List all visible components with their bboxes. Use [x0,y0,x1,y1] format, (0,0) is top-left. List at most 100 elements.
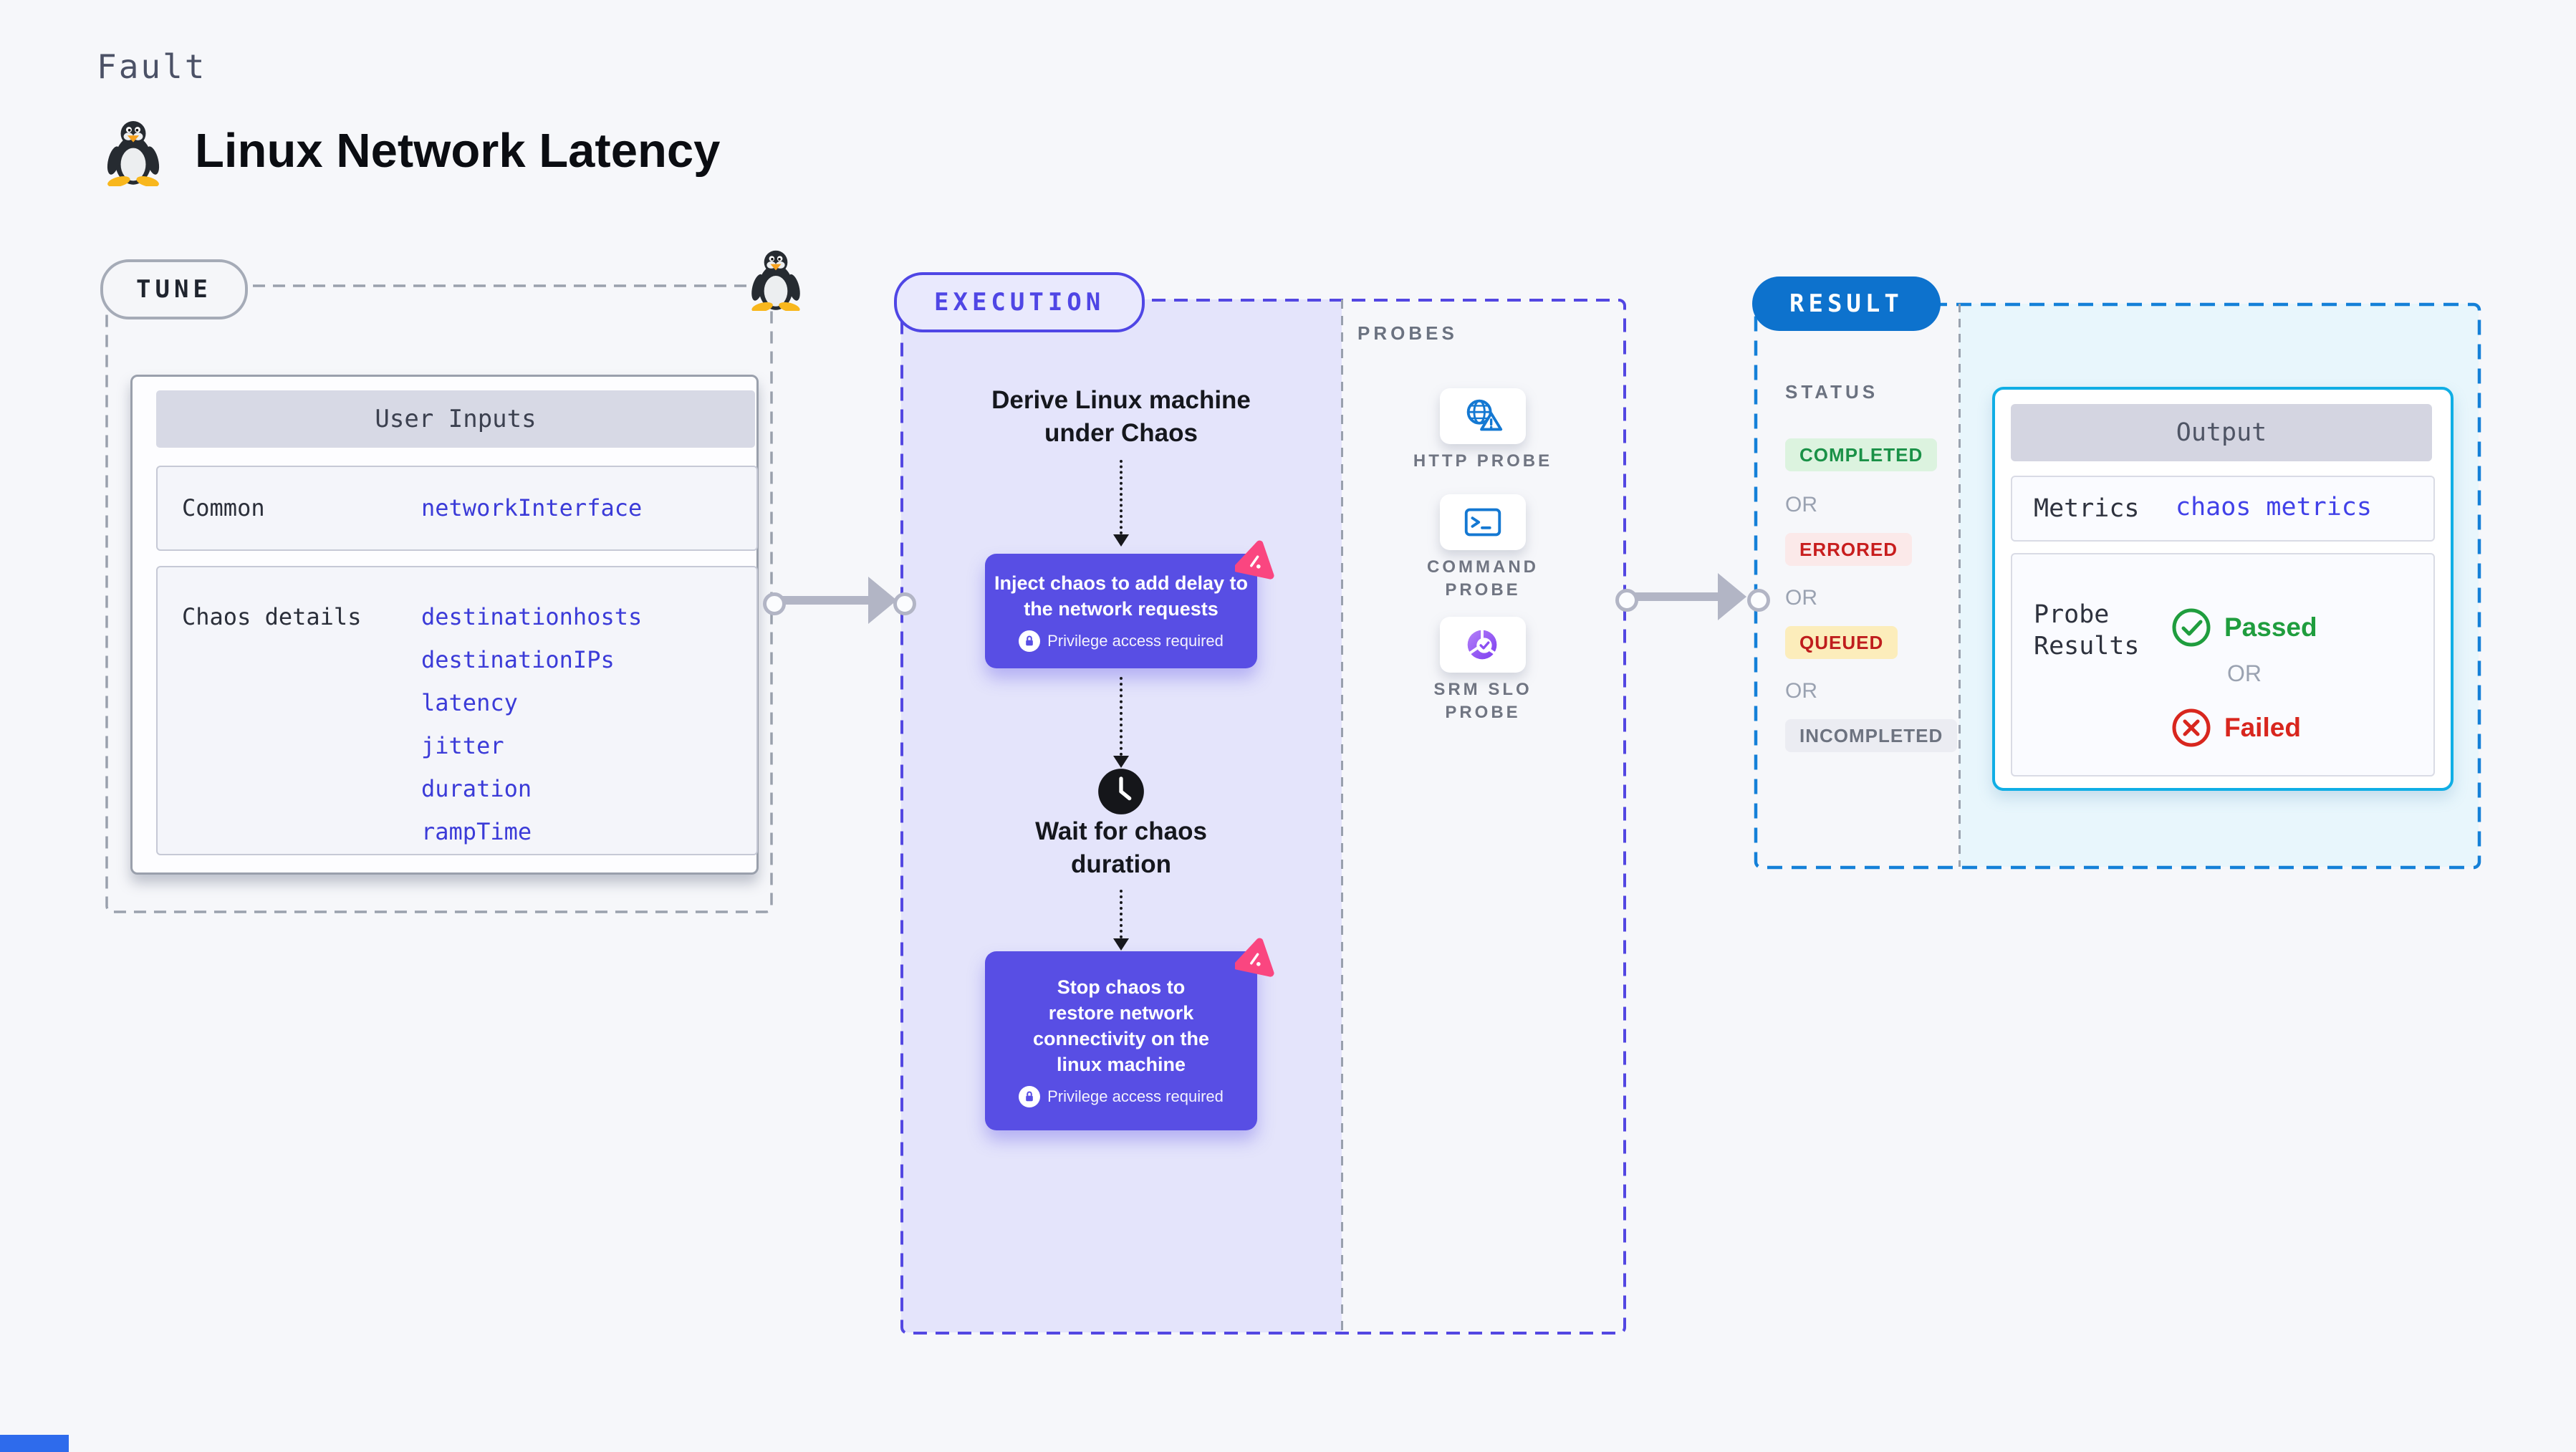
execution-section-pill: EXECUTION [894,272,1145,332]
tune-chaos-values: destinationhosts destinationIPs latency … [421,595,642,853]
metrics-value: chaos metrics [2176,493,2372,521]
connector-dot [893,592,916,615]
result-section-pill: RESULT [1752,277,1941,331]
result-divider [1959,304,1961,867]
status-label: STATUS [1785,381,1879,403]
command-probe-label: COMMAND PROBE [1397,556,1569,602]
tune-row-label: Common [182,494,265,521]
probe-results-label: Probe Results [2034,599,2140,662]
connector-dot [763,592,786,615]
wait-step-line: Wait for chaos [1035,817,1207,845]
tune-value: destinationIPs [421,646,615,673]
tune-value: latency [421,689,518,716]
probes-section-label: PROBES [1357,322,1458,344]
probe-results-label-line: Probe [2034,600,2110,629]
probe-label-line: COMMAND [1427,557,1539,577]
tune-row-common: Common networkInterface [156,466,758,551]
page-title: Linux Network Latency [195,124,721,178]
privilege-row: Privilege access required [1019,1086,1224,1107]
arrow-head-icon [868,577,897,624]
http-probe-icon [1466,399,1503,431]
tune-value: destinationhosts [421,603,643,630]
fault-kicker: Fault [97,47,207,86]
execution-to-result-arrow [1623,592,1719,601]
failed-text: Failed [2224,713,2301,742]
node-text-line: restore network [1048,1002,1194,1024]
node-text-line: Inject chaos to add delay to [994,572,1249,594]
tune-value: duration [421,775,532,802]
user-inputs-header: User Inputs [156,390,755,448]
probe-label-line: PROBE [1445,703,1521,722]
wait-step-line: duration [1071,850,1171,878]
tune-value: rampTime [421,818,532,845]
flow-arrow-head-icon [1113,756,1129,768]
probe-label-line: PROBE [1445,580,1521,600]
probe-label-line: SRM SLO [1433,680,1532,699]
tune-to-execution-arrow [771,596,870,605]
x-circle-icon [2172,708,2211,747]
flow-dotted-line [1120,460,1123,534]
privilege-label: Privilege access required [1047,1087,1224,1105]
derive-step-line: under Chaos [1044,419,1198,447]
privilege-row: Privilege access required [1019,630,1224,652]
node-text-line: connectivity on the [1032,1028,1210,1049]
tune-row-chaos-details: Chaos details destinationhosts destinati… [156,566,758,855]
flow-arrow-head-icon [1113,938,1129,951]
tune-section-pill: TUNE [100,259,248,319]
bottom-accent-strip [0,1435,69,1452]
check-circle-icon [2172,608,2211,647]
status-badge-queued: QUEUED [1785,626,1898,659]
derive-step-line: Derive Linux machine [991,386,1251,414]
command-probe-icon [1464,508,1501,537]
lock-icon [1019,630,1041,652]
probe-results-row: Probe Results Passed OR Failed [2011,553,2435,777]
inject-chaos-node: Inject chaos to add delay to the network… [985,554,1257,668]
flow-dotted-line [1120,890,1123,938]
probes-divider [1341,299,1343,1332]
http-probe-label: HTTP PROBE [1413,451,1553,471]
or-separator: OR [1785,586,1817,610]
tune-tux-icon [746,248,805,314]
tune-row-label: Chaos details [182,603,362,630]
node-text-line: the network requests [1024,598,1219,620]
srm-slo-probe-icon [1467,628,1497,660]
result-dashed-box [1754,302,2481,870]
tune-value: jitter [421,732,504,759]
probe-results-label-line: Results [2034,632,2140,660]
status-badge-completed: COMPLETED [1785,438,1938,471]
output-card-header: Output [2011,404,2432,461]
output-card: Output Metrics chaos metrics Probe Resul… [1992,387,2454,791]
connector-dot [1615,589,1638,612]
or-separator: OR [1785,679,1817,703]
arrow-head-icon [1718,573,1746,620]
execution-dashed-box [900,299,1626,1335]
metrics-label: Metrics [2034,494,2140,523]
derive-step-text: Derive Linux machine under Chaos [978,384,1264,450]
stop-chaos-node: Stop chaos to restore network connectivi… [985,951,1257,1130]
connector-dot [1747,589,1770,612]
or-separator: OR [2227,660,2262,686]
passed-text: Passed [2224,612,2317,642]
or-separator: OR [1785,493,1817,516]
chaos-experiment-badge-icon [1235,537,1278,584]
command-probe-card [1440,494,1526,550]
node-text-line: Stop chaos to [1057,976,1186,998]
linux-tux-icon [102,117,164,190]
flow-arrow-head-icon [1113,534,1129,547]
lock-icon [1019,1086,1041,1107]
node-text-line: linux machine [1056,1054,1186,1075]
chaos-experiment-badge-icon [1235,935,1278,981]
srm-slo-probe-label: SRM SLO PROBE [1397,678,1569,724]
wait-step-text: Wait for chaos duration [1014,815,1229,881]
tune-row-value: networkInterface [421,494,643,521]
passed-verdict: Passed [2171,607,2317,648]
failed-verdict: Failed [2171,708,2301,748]
metrics-row: Metrics chaos metrics [2011,476,2435,542]
http-probe-card [1440,388,1526,444]
status-badge-errored: ERRORED [1785,533,1913,566]
status-badge-incompleted: INCOMPLETED [1785,719,1958,752]
privilege-label: Privilege access required [1047,632,1224,650]
flow-dotted-line [1120,677,1123,756]
wait-clock-icon [1097,767,1145,819]
